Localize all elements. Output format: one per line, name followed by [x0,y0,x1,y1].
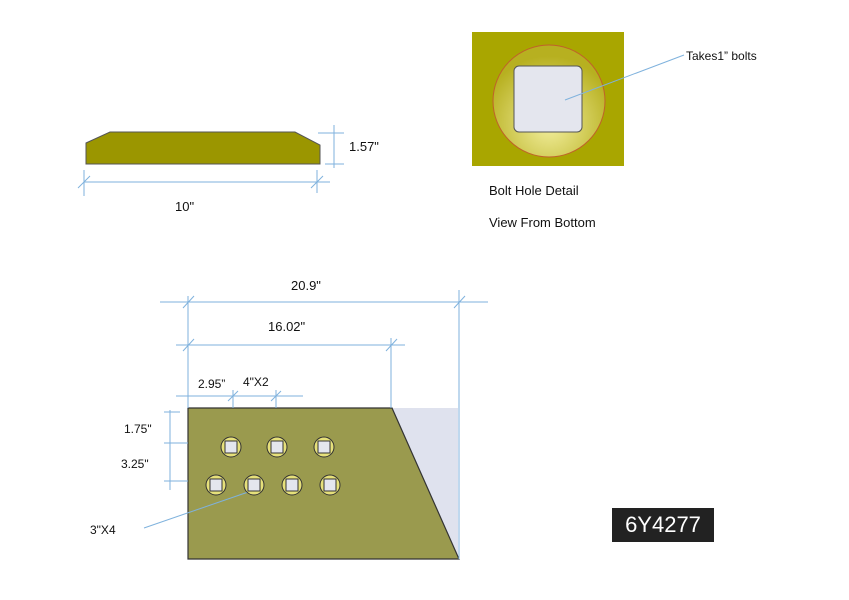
overall-width-label: 20.9" [291,278,321,293]
bolt-hole [243,474,265,496]
height-label: 1.57" [349,139,379,154]
bottom-view: 20.9" 16.02" 2.95” 4"X2 1.75" 3.25" 3"X4 [90,278,488,560]
bolt-hole [266,436,288,458]
view-note: View From Bottom [489,215,596,230]
square-bolt-hole [513,65,583,133]
top-width-label: 16.02" [268,319,306,334]
hole-spacing-bottom-label: 3"X4 [90,523,116,537]
bolt-hole-detail: Takes1” bolts Bolt Hole Detail View From… [472,32,757,230]
detail-caption: Bolt Hole Detail [489,183,579,198]
side-profile [85,131,321,165]
bolt-callout: Takes1” bolts [686,49,757,63]
bolt-holes [205,436,341,496]
row-spacing-label: 3.25" [121,457,149,471]
callout-leader [564,54,685,101]
side-view: 10" 1.57" [77,125,379,214]
part-number-label: 6Y4277 [612,508,714,542]
row1-offset-label: 1.75" [124,422,152,436]
length-label: 10" [175,199,194,214]
bolt-hole [220,436,242,458]
bolt-hole [319,474,341,496]
bolt-hole [313,436,335,458]
first-hole-offset-label: 2.95” [198,377,225,391]
bolt-hole [281,474,303,496]
hole-spacing-top-label: 4"X2 [243,375,269,389]
bolt-hole [205,474,227,496]
